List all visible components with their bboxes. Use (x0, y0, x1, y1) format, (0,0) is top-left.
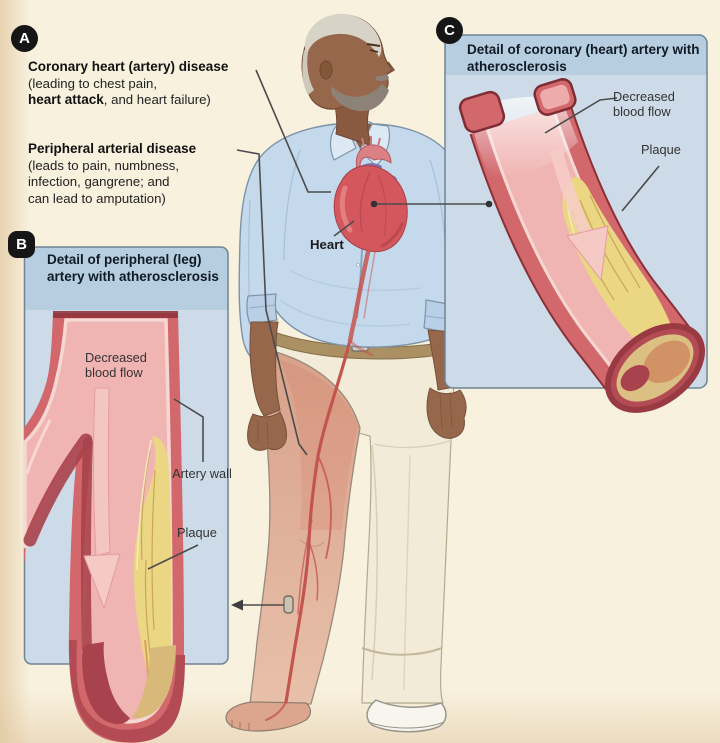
arrowhead-icon (231, 599, 243, 611)
coronary-line2: (leading to chest pain, (28, 75, 158, 91)
blood-flow-arrow (549, 148, 609, 282)
panel-c-title: Detail of coronary (heart) artery with a… (467, 42, 700, 74)
right-arm (246, 293, 287, 451)
cut-wall-stub (458, 90, 506, 134)
forearm (249, 321, 281, 417)
panel-b-artery-wall-label: Artery wall (172, 466, 232, 481)
body-arteries (265, 249, 376, 721)
heart-label: Heart (310, 237, 344, 252)
artery-cut-end (69, 640, 185, 743)
gray-hair (305, 13, 382, 57)
coronary-line3-rest: , and heart failure) (103, 92, 211, 107)
line-dot (485, 200, 493, 208)
peripheral-title: Peripheral arterial disease (28, 141, 197, 156)
panel-b-header (24, 247, 228, 310)
line-dot (370, 200, 378, 208)
shoe (366, 699, 447, 733)
panel-c-decreased-blood-flow-label: Decreased blood flow (613, 89, 675, 119)
panel-c-border (444, 34, 708, 389)
eye (369, 49, 379, 53)
decreased-flow-leader-line (544, 97, 618, 134)
head (301, 13, 395, 147)
aorta-arch (355, 144, 392, 169)
coronary-line3: heart attack, and heart failure) (28, 92, 258, 109)
rolled-cuff (246, 293, 278, 325)
artery-cut-end (604, 323, 706, 413)
hand (426, 387, 467, 439)
descending-aorta (347, 249, 371, 344)
panel-c-plaque-label: Plaque (641, 142, 681, 157)
heart-label-leader-line (333, 220, 355, 237)
shoe-sole-line (367, 721, 445, 729)
panel-b-decreased-blood-flow-label: Decreased blood flow (85, 350, 147, 380)
peripheral-line2: (leads to pain, numbness, (28, 157, 180, 173)
badge-a-icon: A (11, 25, 38, 52)
panel-c-artery (458, 78, 706, 413)
peripheral-leader-line (236, 149, 308, 456)
coronary-annotation: Coronary heart (artery) disease (leading… (28, 59, 258, 109)
coronary-bold-phrase: heart attack (28, 92, 104, 107)
panel-b-title: Detail of peripheral (leg) artery with a… (47, 252, 219, 284)
peripheral-line4: can lead to amputation) (28, 190, 166, 206)
eyebrow (366, 43, 381, 47)
panel-c-header (445, 35, 707, 75)
bare-foot (225, 701, 312, 732)
plaque-leader-line (621, 165, 660, 212)
coronary-title: Coronary heart (artery) disease (28, 59, 229, 74)
blood-flow-arrow (83, 387, 121, 610)
leg-artery-marker (283, 595, 294, 614)
peripheral-line3: infection, gangrene; and (28, 174, 170, 189)
man-figure (225, 13, 475, 733)
gray-hair-side (302, 50, 314, 95)
coronary-leader-line (255, 69, 331, 193)
panel-b-artery (23, 311, 185, 743)
plaque-leader-line (147, 544, 199, 570)
leader-lines (231, 69, 493, 614)
badge-b-icon: B (8, 231, 35, 258)
nose (386, 61, 395, 75)
artery-wall-leader-line (173, 398, 204, 462)
panel-b-plaque-label: Plaque (177, 525, 217, 540)
peripheral-annotation: Peripheral arterial disease (leads to pa… (28, 141, 248, 207)
heart-illustration (333, 136, 408, 252)
gray-beard (331, 84, 389, 112)
coronary-artery (359, 171, 371, 233)
badge-c-icon: C (436, 17, 463, 44)
panel-b (23, 246, 229, 743)
ear (319, 60, 333, 80)
panel-c (444, 34, 708, 413)
